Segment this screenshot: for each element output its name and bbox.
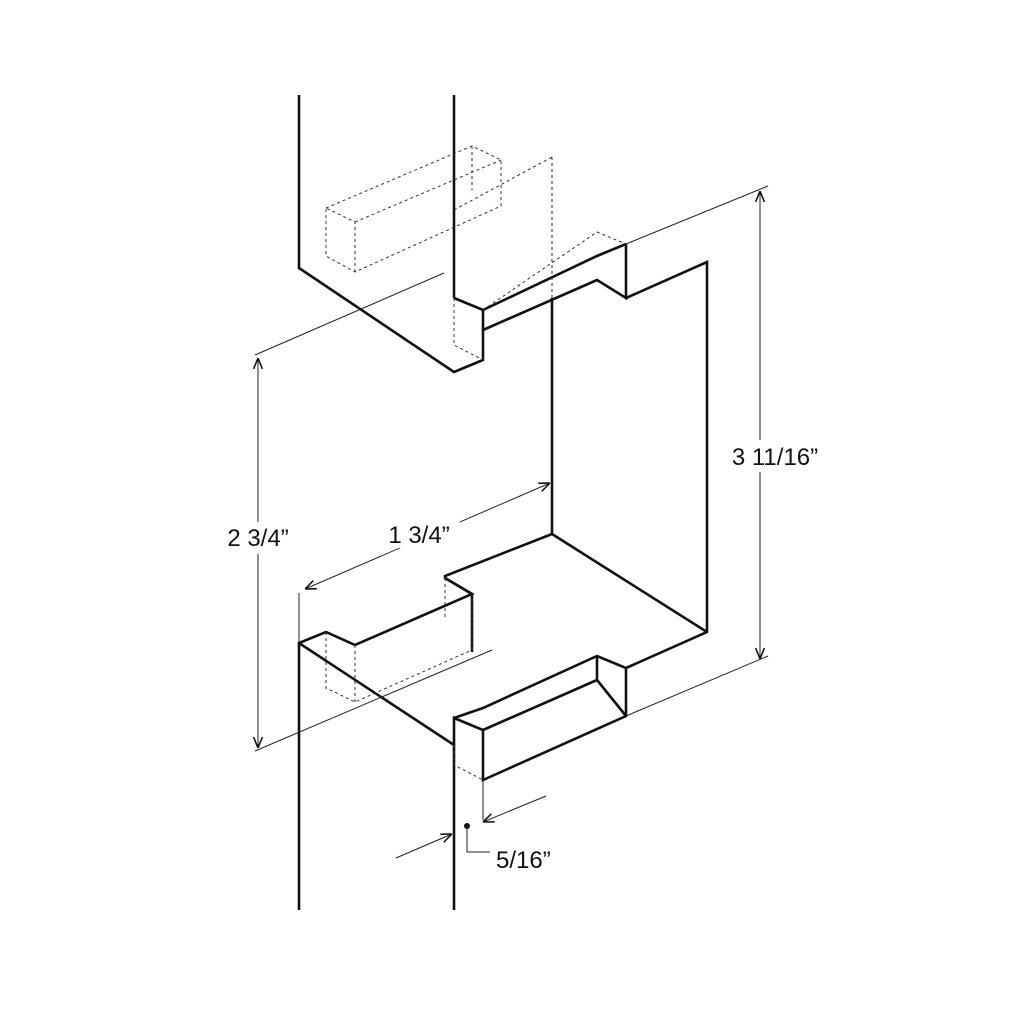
ext-line-bottom-left [254,649,493,752]
upper-hidden-mortise-back [325,207,356,272]
label-bg-overall-height [720,440,832,472]
leader-line-lip [466,826,490,853]
label-bg-opening-height [215,522,301,554]
upper-hidden-lip [453,298,484,361]
label-opening-height: 2 3/4” [227,525,288,552]
back-wall-outline [625,259,709,670]
lower-jamb [297,532,628,910]
dimension-opening-height: 2 3/4” [215,272,493,752]
lower-lip [444,576,474,652]
label-lip-offset: 5/16” [496,847,551,874]
dimension-lip-offset: 5/16” [395,780,551,874]
ext-line-top-right [625,185,769,245]
upper-hidden-lip-top [482,231,627,311]
dimension-opening-depth: 1 3/4” [298,483,550,643]
back-wall-floor-edge [551,532,708,634]
ext-line-bottom-right [625,655,769,717]
upper-hidden-diagonal [453,156,553,211]
lower-recess-floor [595,679,628,717]
lower-hidden-lip [453,745,484,781]
upper-hidden-mortise-top [354,159,502,223]
lower-jamb-step [452,654,628,783]
upper-hidden-mortise [325,145,502,273]
dimension-overall-height: 3 11/16” [625,185,832,717]
dim-line-lip-left [395,834,452,859]
ext-line-top-left [254,272,445,356]
dim-line-lip-right [483,795,547,822]
upper-lip-top-edge [453,242,627,312]
lower-recess-edge [482,656,599,732]
lower-jamb-top-edge [298,641,456,910]
label-bg-opening-depth [378,518,460,548]
lower-hidden-mortise [325,594,473,703]
label-overall-height: 3 11/16” [732,444,818,471]
label-opening-depth: 1 3/4” [388,522,449,549]
upper-jamb-outline [297,95,628,374]
cutout-back-wall [550,259,709,670]
upper-jamb [297,95,628,374]
